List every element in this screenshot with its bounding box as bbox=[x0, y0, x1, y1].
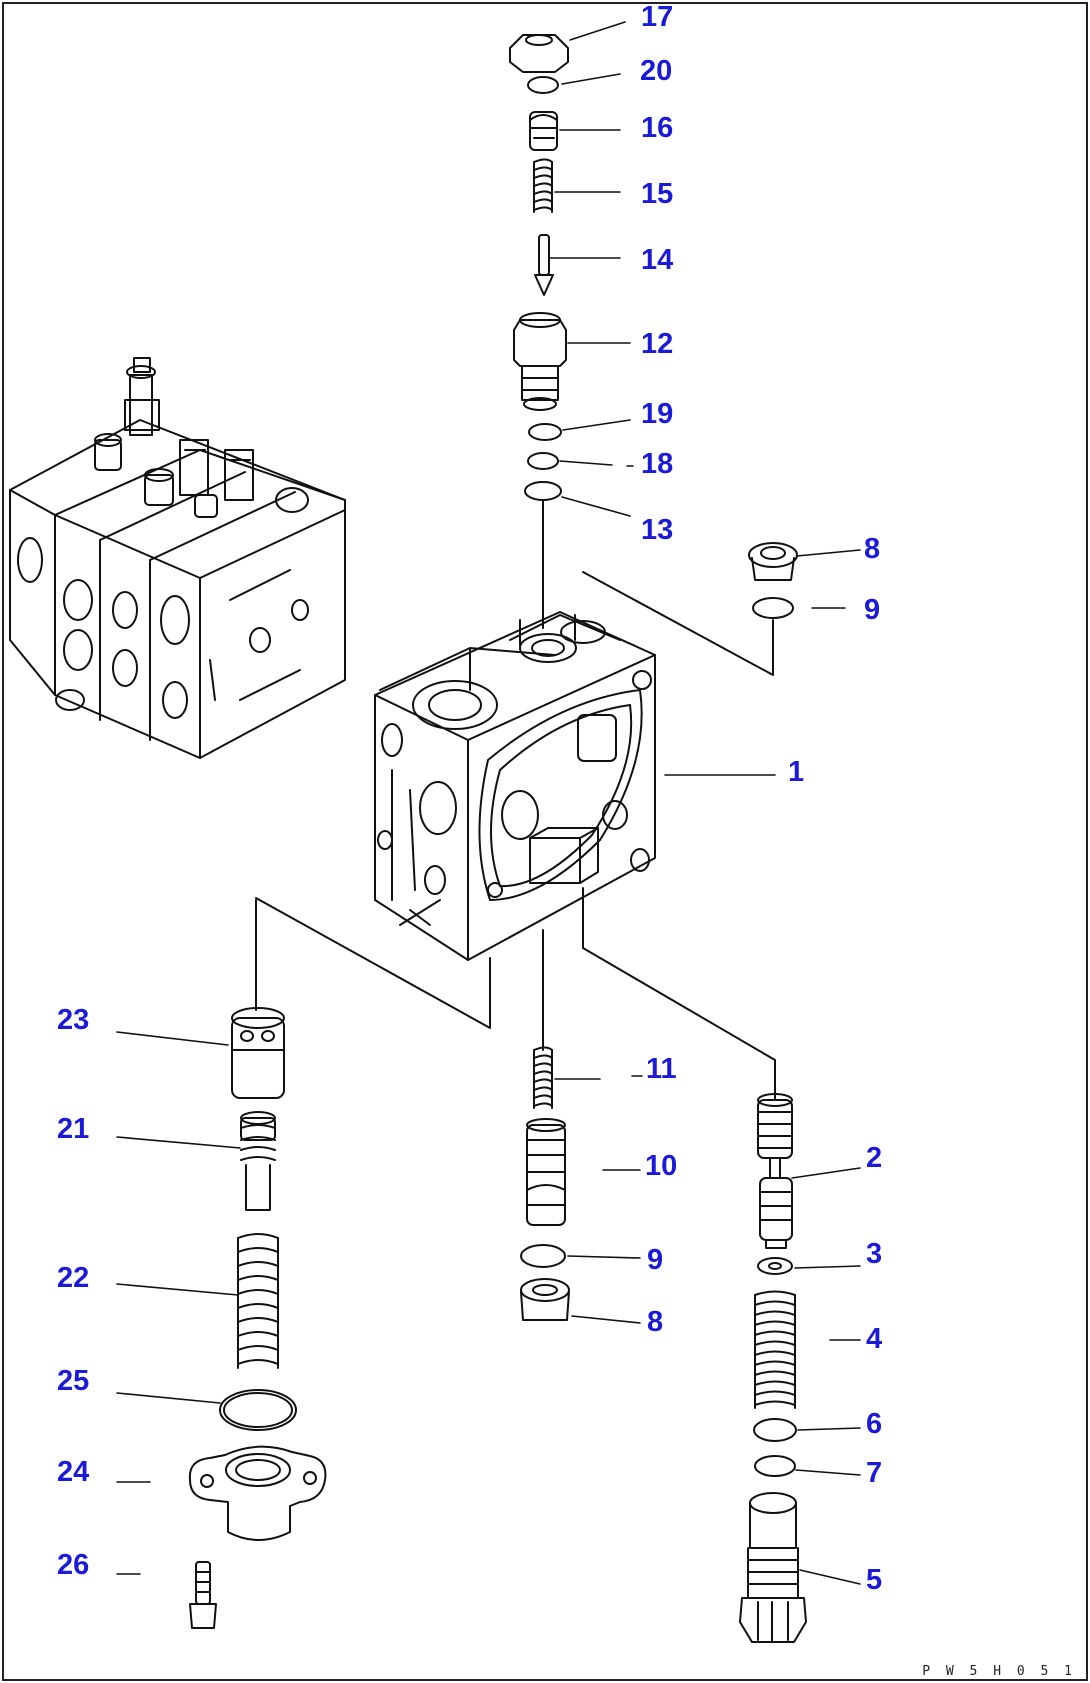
part-number-2: 2 bbox=[866, 1142, 883, 1174]
part-number-7: 7 bbox=[866, 1457, 883, 1489]
part-number-13: 13 bbox=[641, 514, 674, 546]
part-number-26: 26 bbox=[57, 1549, 90, 1581]
part-number-12: 12 bbox=[641, 328, 674, 360]
leader-lines bbox=[116, 21, 861, 1585]
part-number-11: 11 bbox=[646, 1053, 677, 1085]
part-number-17: 17 bbox=[641, 1, 674, 33]
part-number-8-lower: 8 bbox=[647, 1306, 664, 1338]
part-number-5: 5 bbox=[866, 1564, 883, 1596]
part-number-9-lower: 9 bbox=[647, 1244, 664, 1276]
part-number-1: 1 bbox=[788, 756, 805, 788]
part-number-18: 18 bbox=[641, 448, 674, 480]
part-number-3: 3 bbox=[866, 1238, 883, 1270]
assembled-valve-inset bbox=[9, 357, 346, 759]
part-number-25: 25 bbox=[57, 1365, 90, 1397]
valve-body-part-1 bbox=[374, 611, 656, 961]
part-number-20: 20 bbox=[640, 55, 673, 87]
part-number-14: 14 bbox=[641, 244, 674, 276]
right-lower-stack bbox=[582, 887, 807, 1643]
part-number-24: 24 bbox=[57, 1456, 90, 1488]
part-number-19: 19 bbox=[641, 398, 674, 430]
part-number-15: 15 bbox=[641, 178, 674, 210]
part-number-16: 16 bbox=[641, 112, 674, 144]
part-number-9-upper: 9 bbox=[864, 594, 881, 626]
right-plug-stack bbox=[582, 542, 798, 676]
upper-relief-stack bbox=[509, 34, 569, 629]
part-number-10: 10 bbox=[645, 1150, 678, 1182]
left-lower-stack bbox=[188, 897, 491, 1629]
part-number-23: 23 bbox=[57, 1004, 90, 1036]
part-number-22: 22 bbox=[57, 1262, 90, 1294]
part-number-8-upper: 8 bbox=[864, 533, 881, 565]
lower-center-stack bbox=[520, 929, 570, 1321]
part-number-21: 21 bbox=[57, 1113, 90, 1145]
drawing-code: P W 5 H 0 5 1 bbox=[922, 1664, 1076, 1679]
part-number-4: 4 bbox=[866, 1323, 883, 1355]
part-number-6: 6 bbox=[866, 1408, 883, 1440]
